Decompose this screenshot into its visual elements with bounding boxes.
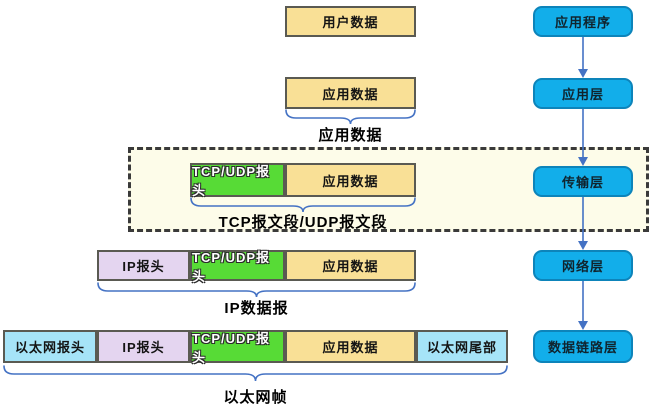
ip-header-box: IP报头 <box>97 250 190 281</box>
tcp-udp-header-label-2: TCP/UDP报头 <box>192 249 271 284</box>
stack-box-datalink-layer: 数据链路层 <box>533 330 633 363</box>
app-data-box-4: 应用数据 <box>285 330 416 363</box>
stack-label-application-program: 应用程序 <box>554 15 611 30</box>
user-data-box: 用户数据 <box>285 6 416 37</box>
eth-frame-brace-label: 以太网帧 <box>223 388 288 406</box>
eth-trailer-label: 以太网尾部 <box>426 340 497 355</box>
arrow-down-icon <box>578 37 588 78</box>
stack-box-network-layer: 网络层 <box>533 250 633 281</box>
tcp-udp-header-box: TCP/UDP报头 <box>190 163 285 198</box>
tcp-udp-header-label-3: TCP/UDP报头 <box>192 330 271 365</box>
eth-header-box: 以太网报头 <box>3 330 97 363</box>
ip-header-label: IP报头 <box>122 259 165 274</box>
app-data-box-2: 应用数据 <box>285 163 416 197</box>
tcp-udp-header-box-3: TCP/UDP报头 <box>190 330 285 365</box>
eth-header-label: 以太网报头 <box>14 340 85 355</box>
stack-box-transport-layer: 传输层 <box>533 166 633 197</box>
ip-header-label-2: IP报头 <box>122 340 165 355</box>
stack-label-network-layer: 网络层 <box>561 259 604 274</box>
stack-label-datalink-layer: 数据链路层 <box>547 340 618 355</box>
arrow-down-icon <box>578 197 588 250</box>
app-data-label-2: 应用数据 <box>322 173 379 189</box>
app-data-brace-label: 应用数据 <box>318 126 383 144</box>
tcp-udp-header-label: TCP/UDP报头 <box>192 164 271 198</box>
stack-label-application-layer: 应用层 <box>561 87 604 102</box>
ip-header-box-2: IP报头 <box>97 330 190 363</box>
tcp-segment-brace <box>190 197 416 213</box>
ip-datagram-brace-label: IP数据报 <box>224 299 289 317</box>
eth-frame-brace <box>3 365 508 382</box>
stack-box-application-program: 应用程序 <box>533 6 633 37</box>
app-data-label-3: 应用数据 <box>322 259 379 274</box>
stack-box-application-layer: 应用层 <box>533 78 633 109</box>
tcp-segment-brace-label: TCP报文段/UDP报文段 <box>218 213 388 231</box>
user-data-label: 用户数据 <box>322 15 379 30</box>
ip-datagram-brace <box>97 282 416 298</box>
app-data-box: 应用数据 <box>285 77 416 109</box>
arrow-down-icon <box>578 109 588 166</box>
arrow-down-icon <box>578 281 588 330</box>
eth-trailer-box: 以太网尾部 <box>416 330 508 363</box>
app-data-brace <box>285 109 416 125</box>
app-data-label-4: 应用数据 <box>322 340 379 355</box>
app-data-label: 应用数据 <box>322 86 379 102</box>
tcp-udp-header-box-2: TCP/UDP报头 <box>190 250 285 284</box>
stack-label-transport-layer: 传输层 <box>561 175 604 190</box>
app-data-box-3: 应用数据 <box>285 250 416 281</box>
